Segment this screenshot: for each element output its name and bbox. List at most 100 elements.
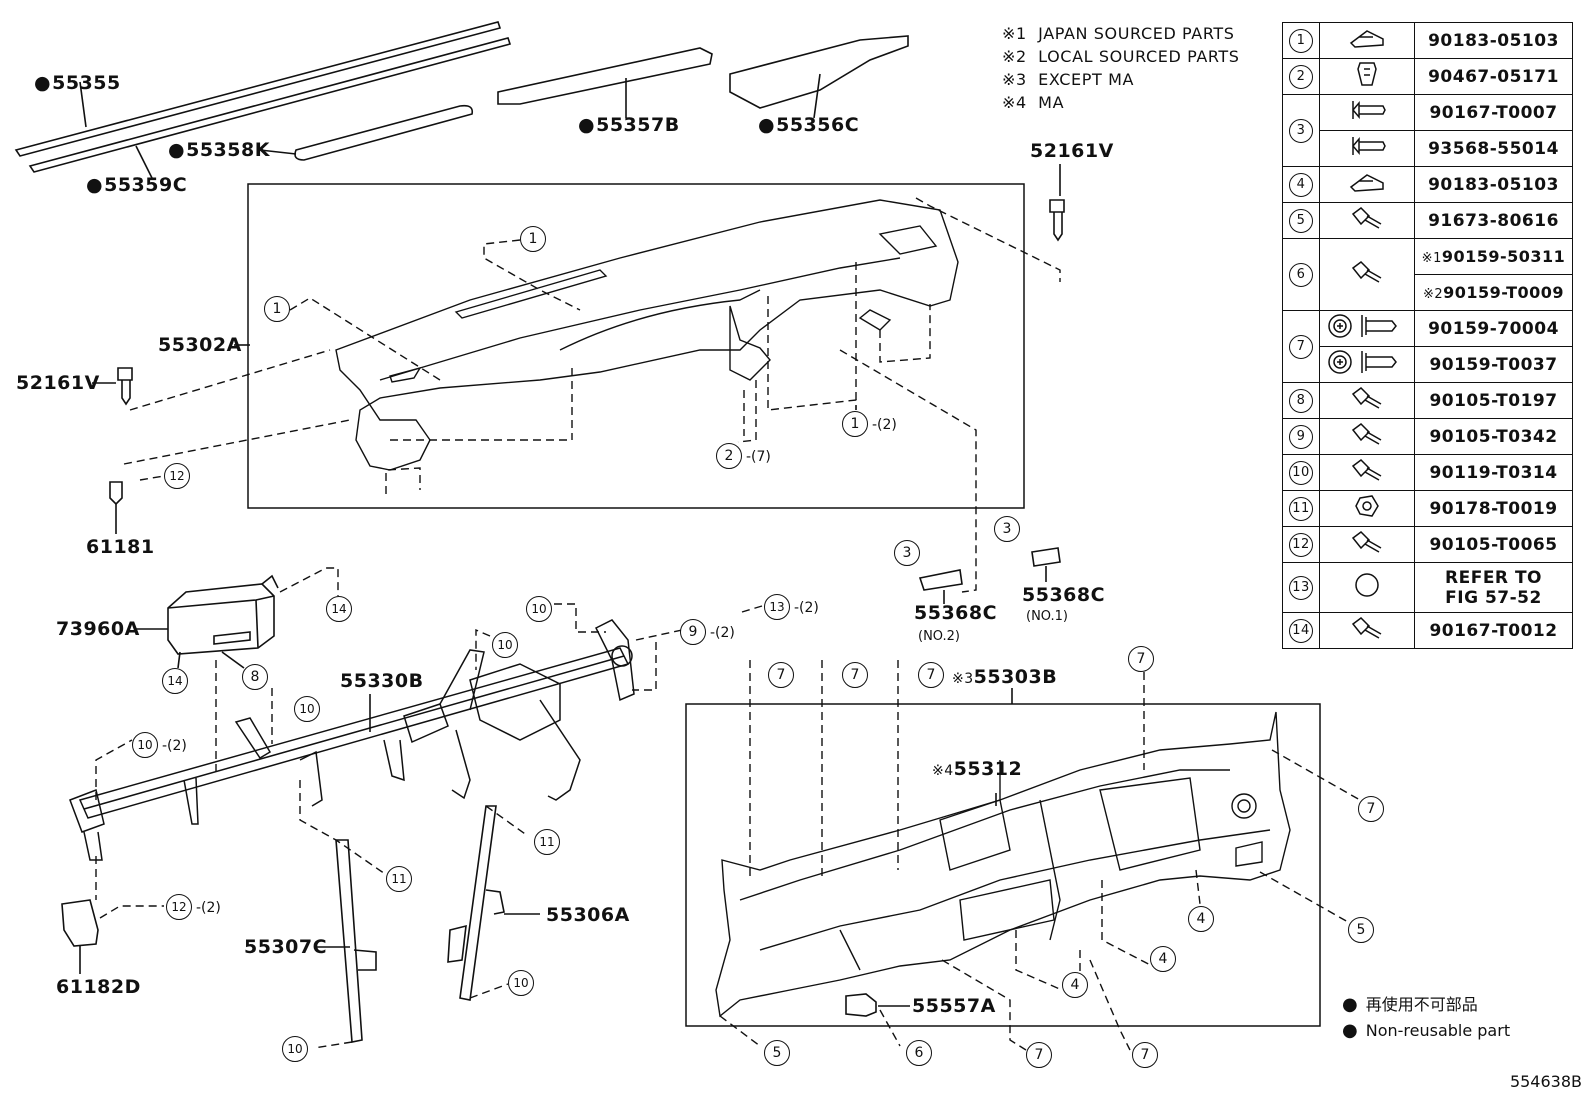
label-52161v-right: 52161V — [1030, 140, 1114, 162]
part-number: 90105-T0197 — [1414, 382, 1573, 419]
parts-row: 10 90119-T0314 — [1282, 454, 1573, 491]
clip-nut-icon — [1349, 30, 1384, 48]
parts-row: 6 ※190159-50311 — [1282, 238, 1573, 311]
callout-7: 7 — [768, 662, 794, 688]
row-number: 6 — [1289, 262, 1313, 287]
part-number: 91673-80616 — [1414, 202, 1573, 239]
callout-10: 10 — [508, 970, 534, 996]
instrument-panel-55302a — [335, 199, 959, 471]
row-number: 9 — [1289, 424, 1313, 449]
legend-non-reusable-en: ●Non-reusable part — [1342, 1020, 1511, 1041]
bracket-61182d — [61, 899, 99, 947]
callout-14: 14 — [326, 596, 352, 622]
label-55368c-no2: 55368C — [914, 602, 998, 624]
row-number: 3 — [1289, 118, 1313, 143]
label-55368c-no2-sub: (NO.2) — [918, 629, 960, 644]
label-55359c: 55359C — [86, 176, 187, 195]
module-73960a — [167, 574, 279, 655]
reinforcement-55330b — [69, 619, 635, 861]
callout-4: 4 — [1188, 906, 1214, 932]
parts-row: 5 91673-80616 — [1282, 202, 1573, 239]
callout-4: 4 — [1150, 946, 1176, 972]
callout-7: 7 — [1132, 1042, 1158, 1068]
bolt-icon — [1351, 617, 1382, 639]
label-55330b: 55330B — [340, 670, 424, 692]
part-number: 90105-T0065 — [1414, 526, 1573, 563]
label-55356c: 55356C — [758, 116, 859, 135]
washer-screw-icon — [1328, 314, 1397, 338]
callout-1: 1 — [842, 411, 868, 437]
row-number: 8 — [1289, 388, 1313, 413]
push-clip-icon — [1357, 62, 1377, 86]
label-55557a: 55557A — [912, 995, 996, 1017]
part-number: 90119-T0314 — [1414, 454, 1573, 491]
row-number: 12 — [1289, 532, 1313, 557]
nut-icon — [1355, 495, 1379, 517]
label-52161v-left: 52161V — [16, 372, 100, 394]
row-number: 14 — [1289, 618, 1313, 643]
label-61181: 61181 — [86, 536, 155, 558]
label-55357b: 55357B — [578, 116, 680, 135]
callout-1: 1 — [520, 226, 546, 252]
callout-7: 7 — [1128, 646, 1154, 672]
label-55303b: ※355303B — [952, 666, 1058, 688]
note-2: ※2 LOCAL SOURCED PARTS — [1002, 47, 1240, 66]
callout-3: 3 — [994, 516, 1020, 542]
callout-2: 2 — [716, 443, 742, 469]
callout-10: 10 — [294, 696, 320, 722]
callout-5: 5 — [764, 1040, 790, 1066]
callout-10: 10 — [132, 732, 158, 758]
parts-row: 12 90105-T0065 — [1282, 526, 1573, 563]
callout-11: 11 — [386, 866, 412, 892]
callout-7: 7 — [1026, 1042, 1052, 1068]
label-55307c: 55307C — [244, 936, 328, 958]
callout-qty: -(2) — [872, 417, 897, 433]
parts-table: 1 90183-05103 2 90467-05171 3 90167-T000… — [1282, 22, 1573, 649]
bolt-icon — [1351, 423, 1382, 445]
callout-7: 7 — [918, 662, 944, 688]
part-number: 90167-T0012 — [1414, 612, 1573, 649]
callout-13: 13 — [764, 594, 790, 620]
screw-icon — [1352, 136, 1386, 156]
label-55302a: 55302A — [158, 334, 242, 356]
bolt-icon — [1351, 531, 1382, 553]
callout-qty: -(7) — [746, 449, 771, 465]
callout-qty: -(2) — [196, 900, 221, 916]
clip-52161v-right — [1049, 199, 1065, 242]
screw-icon — [1352, 100, 1386, 120]
row-number: 13 — [1289, 575, 1313, 600]
callout-11: 11 — [534, 829, 560, 855]
part-number: 90105-T0342 — [1414, 418, 1573, 455]
parts-row: 8 90105-T0197 — [1282, 382, 1573, 419]
parts-row: 2 90467-05171 — [1282, 58, 1573, 95]
part-number: ※290159-T0009 — [1414, 274, 1573, 311]
bolt-icon — [1351, 387, 1382, 409]
callout-12: 12 — [164, 463, 190, 489]
part-number: 90159-T0037 — [1414, 346, 1573, 383]
bolt-icon — [1351, 459, 1382, 481]
part-number: 90183-05103 — [1414, 22, 1573, 59]
trim-strip-55359c — [28, 37, 512, 173]
washer-screw-icon — [1328, 350, 1397, 374]
callout-10: 10 — [526, 596, 552, 622]
figure-reference: 554638B — [1509, 1072, 1582, 1091]
label-55355: 55355 — [34, 74, 121, 93]
row-number: 10 — [1289, 460, 1313, 485]
callout-qty: -(2) — [794, 600, 819, 616]
callout-10: 10 — [492, 632, 518, 658]
part-number: 90183-05103 — [1414, 166, 1573, 203]
row-number: 5 — [1289, 208, 1313, 233]
trim-strip-55355 — [14, 21, 502, 157]
clip-55368c-no2 — [918, 569, 963, 591]
note-3: ※3 EXCEPT MA — [1002, 70, 1135, 89]
row-number: 7 — [1289, 334, 1313, 359]
callout-6: 6 — [906, 1040, 932, 1066]
part-number: 93568-55014 — [1414, 130, 1573, 167]
label-55312: ※455312 — [932, 758, 1023, 780]
label-55368c-no1-sub: (NO.1) — [1026, 609, 1068, 624]
part-number: 90467-05171 — [1414, 58, 1573, 95]
part-number: ※190159-50311 — [1414, 238, 1573, 275]
part-number: 90167-T0007 — [1414, 94, 1573, 131]
clip-55557a — [845, 993, 877, 1017]
